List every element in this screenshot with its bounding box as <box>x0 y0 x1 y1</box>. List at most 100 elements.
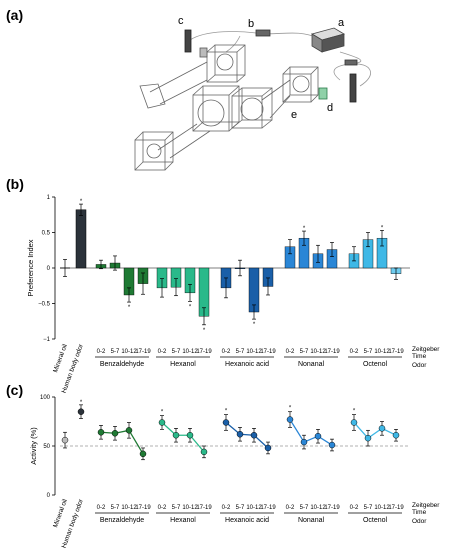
control-bar-human-odor <box>75 209 87 269</box>
time-label: 17-19 <box>135 349 151 355</box>
arm-right-2 <box>269 95 291 119</box>
y-tick-label: 100 <box>40 395 51 401</box>
panel-label-a: (a) <box>6 7 23 23</box>
time-label: 17-19 <box>260 505 276 511</box>
cube-upper-left <box>206 44 246 83</box>
y-tick-label: 0 <box>47 493 51 499</box>
apparatus-diagram <box>134 27 371 171</box>
time-label: 5-7 <box>236 505 245 511</box>
time-label: 17-19 <box>388 505 404 511</box>
arm-right-1 <box>261 79 291 101</box>
time-label: 0-2 <box>222 349 231 355</box>
diagram-label-d: d <box>327 102 333 114</box>
time-label: 5-7 <box>300 349 309 355</box>
time-label: 17-19 <box>196 349 212 355</box>
data-point <box>222 419 230 426</box>
time-label: 10-12 <box>374 349 390 355</box>
control-label: Mineral oil <box>52 498 69 529</box>
time-label: 10-12 <box>246 505 262 511</box>
time-label: 10-12 <box>182 505 198 511</box>
odor-label: Octenol <box>363 517 388 524</box>
data-point <box>125 427 133 434</box>
time-label: 5-7 <box>364 505 373 511</box>
significance-star: * <box>353 409 356 415</box>
series-line <box>161 421 205 453</box>
time-label: 10-12 <box>246 349 262 355</box>
diagram-label-a: a <box>338 17 345 29</box>
y-axis-label: Preference Index <box>26 239 35 296</box>
time-label: 5-7 <box>111 349 120 355</box>
side-label-time: Time <box>412 509 427 516</box>
data-point <box>172 431 180 439</box>
time-label: 10-12 <box>182 349 198 355</box>
y-tick-label: −1 <box>43 337 51 343</box>
time-label: 0-2 <box>350 505 359 511</box>
odor-label: Benzaldehyde <box>100 517 144 524</box>
time-label: 5-7 <box>236 349 245 355</box>
diagram-label-c: c <box>178 15 184 27</box>
data-point <box>364 434 372 442</box>
odor-label: Hexanol <box>170 517 196 524</box>
time-label: 17-19 <box>135 505 151 511</box>
side-label-zeitgeber: Zeitgeber <box>412 502 440 509</box>
time-label: 5-7 <box>111 505 120 511</box>
cube-right <box>282 66 319 103</box>
data-point <box>350 419 358 426</box>
data-point <box>392 431 400 439</box>
odor-label: Octenol <box>363 361 388 368</box>
data-point <box>300 438 308 446</box>
data-point <box>250 431 258 439</box>
odor-label: Nonanal <box>298 361 325 368</box>
y-tick-label: 50 <box>43 444 50 450</box>
time-label: 5-7 <box>172 349 181 355</box>
odor-label: Benzaldehyde <box>100 361 144 368</box>
time-label: 0-2 <box>286 505 295 511</box>
series-line <box>289 419 333 446</box>
significance-star: * <box>303 226 306 232</box>
chamber-right <box>231 87 273 129</box>
time-label: 10-12 <box>121 349 137 355</box>
significance-star: * <box>80 199 83 205</box>
significance-star: * <box>80 400 83 406</box>
series-line <box>100 429 144 455</box>
significance-star: * <box>225 409 228 415</box>
data-point <box>158 419 166 426</box>
side-label-time: Time <box>412 353 427 360</box>
panel-label-b: (b) <box>6 176 24 192</box>
significance-star: * <box>161 410 164 416</box>
significance-star: * <box>189 304 192 310</box>
data-point <box>314 432 322 440</box>
time-label: 0-2 <box>97 349 106 355</box>
control-point <box>77 408 85 415</box>
control-label: Mineral oil <box>52 343 69 374</box>
data-point <box>264 444 272 452</box>
data-point <box>378 425 386 432</box>
odor-label: Hexanoic acid <box>225 361 269 368</box>
time-label: 10-12 <box>374 505 390 511</box>
y-tick-label: 0 <box>47 266 51 272</box>
time-label: 0-2 <box>158 505 167 511</box>
arm-lower-2 <box>169 130 211 159</box>
time-label: 10-12 <box>310 505 326 511</box>
significance-star: * <box>203 328 206 334</box>
data-point <box>286 416 294 423</box>
time-label: 17-19 <box>196 505 212 511</box>
time-label: 17-19 <box>324 505 340 511</box>
component-d <box>318 59 358 103</box>
time-label: 0-2 <box>158 349 167 355</box>
diagram-label-e: e <box>291 109 297 121</box>
cube-lower-left <box>134 131 174 171</box>
time-label: 0-2 <box>350 349 359 355</box>
side-label-odor: Odor <box>412 518 427 525</box>
data-point <box>186 431 194 439</box>
data-point <box>97 429 105 436</box>
control-point <box>61 436 69 444</box>
data-point <box>139 450 147 458</box>
component-c <box>184 29 208 58</box>
odor-label: Hexanoic acid <box>225 517 269 524</box>
data-point <box>236 430 244 438</box>
significance-star: * <box>289 406 292 412</box>
